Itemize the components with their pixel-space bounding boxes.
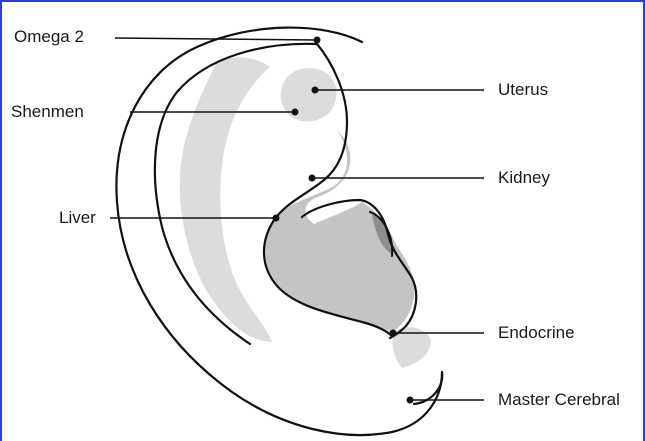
master-cerebral-point <box>407 397 414 404</box>
uterus-label: Uterus <box>498 80 548 100</box>
helix-shading <box>180 57 272 342</box>
uterus-point <box>312 87 319 94</box>
omega2-point <box>314 37 321 44</box>
endocrine-label: Endocrine <box>498 323 575 343</box>
liver-point <box>273 215 280 222</box>
shenmen-label: Shenmen <box>11 102 84 122</box>
master-cerebral-label: Master Cerebral <box>498 390 620 410</box>
endocrine-point <box>390 330 397 337</box>
uterus-shading <box>281 68 337 121</box>
shenmen-point <box>292 109 299 116</box>
kidney-point <box>309 175 316 182</box>
liver-label: Liver <box>59 208 96 228</box>
kidney-label: Kidney <box>498 168 550 188</box>
lobe-tail-outline <box>414 372 442 404</box>
omega2-leader <box>115 38 317 40</box>
omega2-label: Omega 2 <box>14 27 84 47</box>
